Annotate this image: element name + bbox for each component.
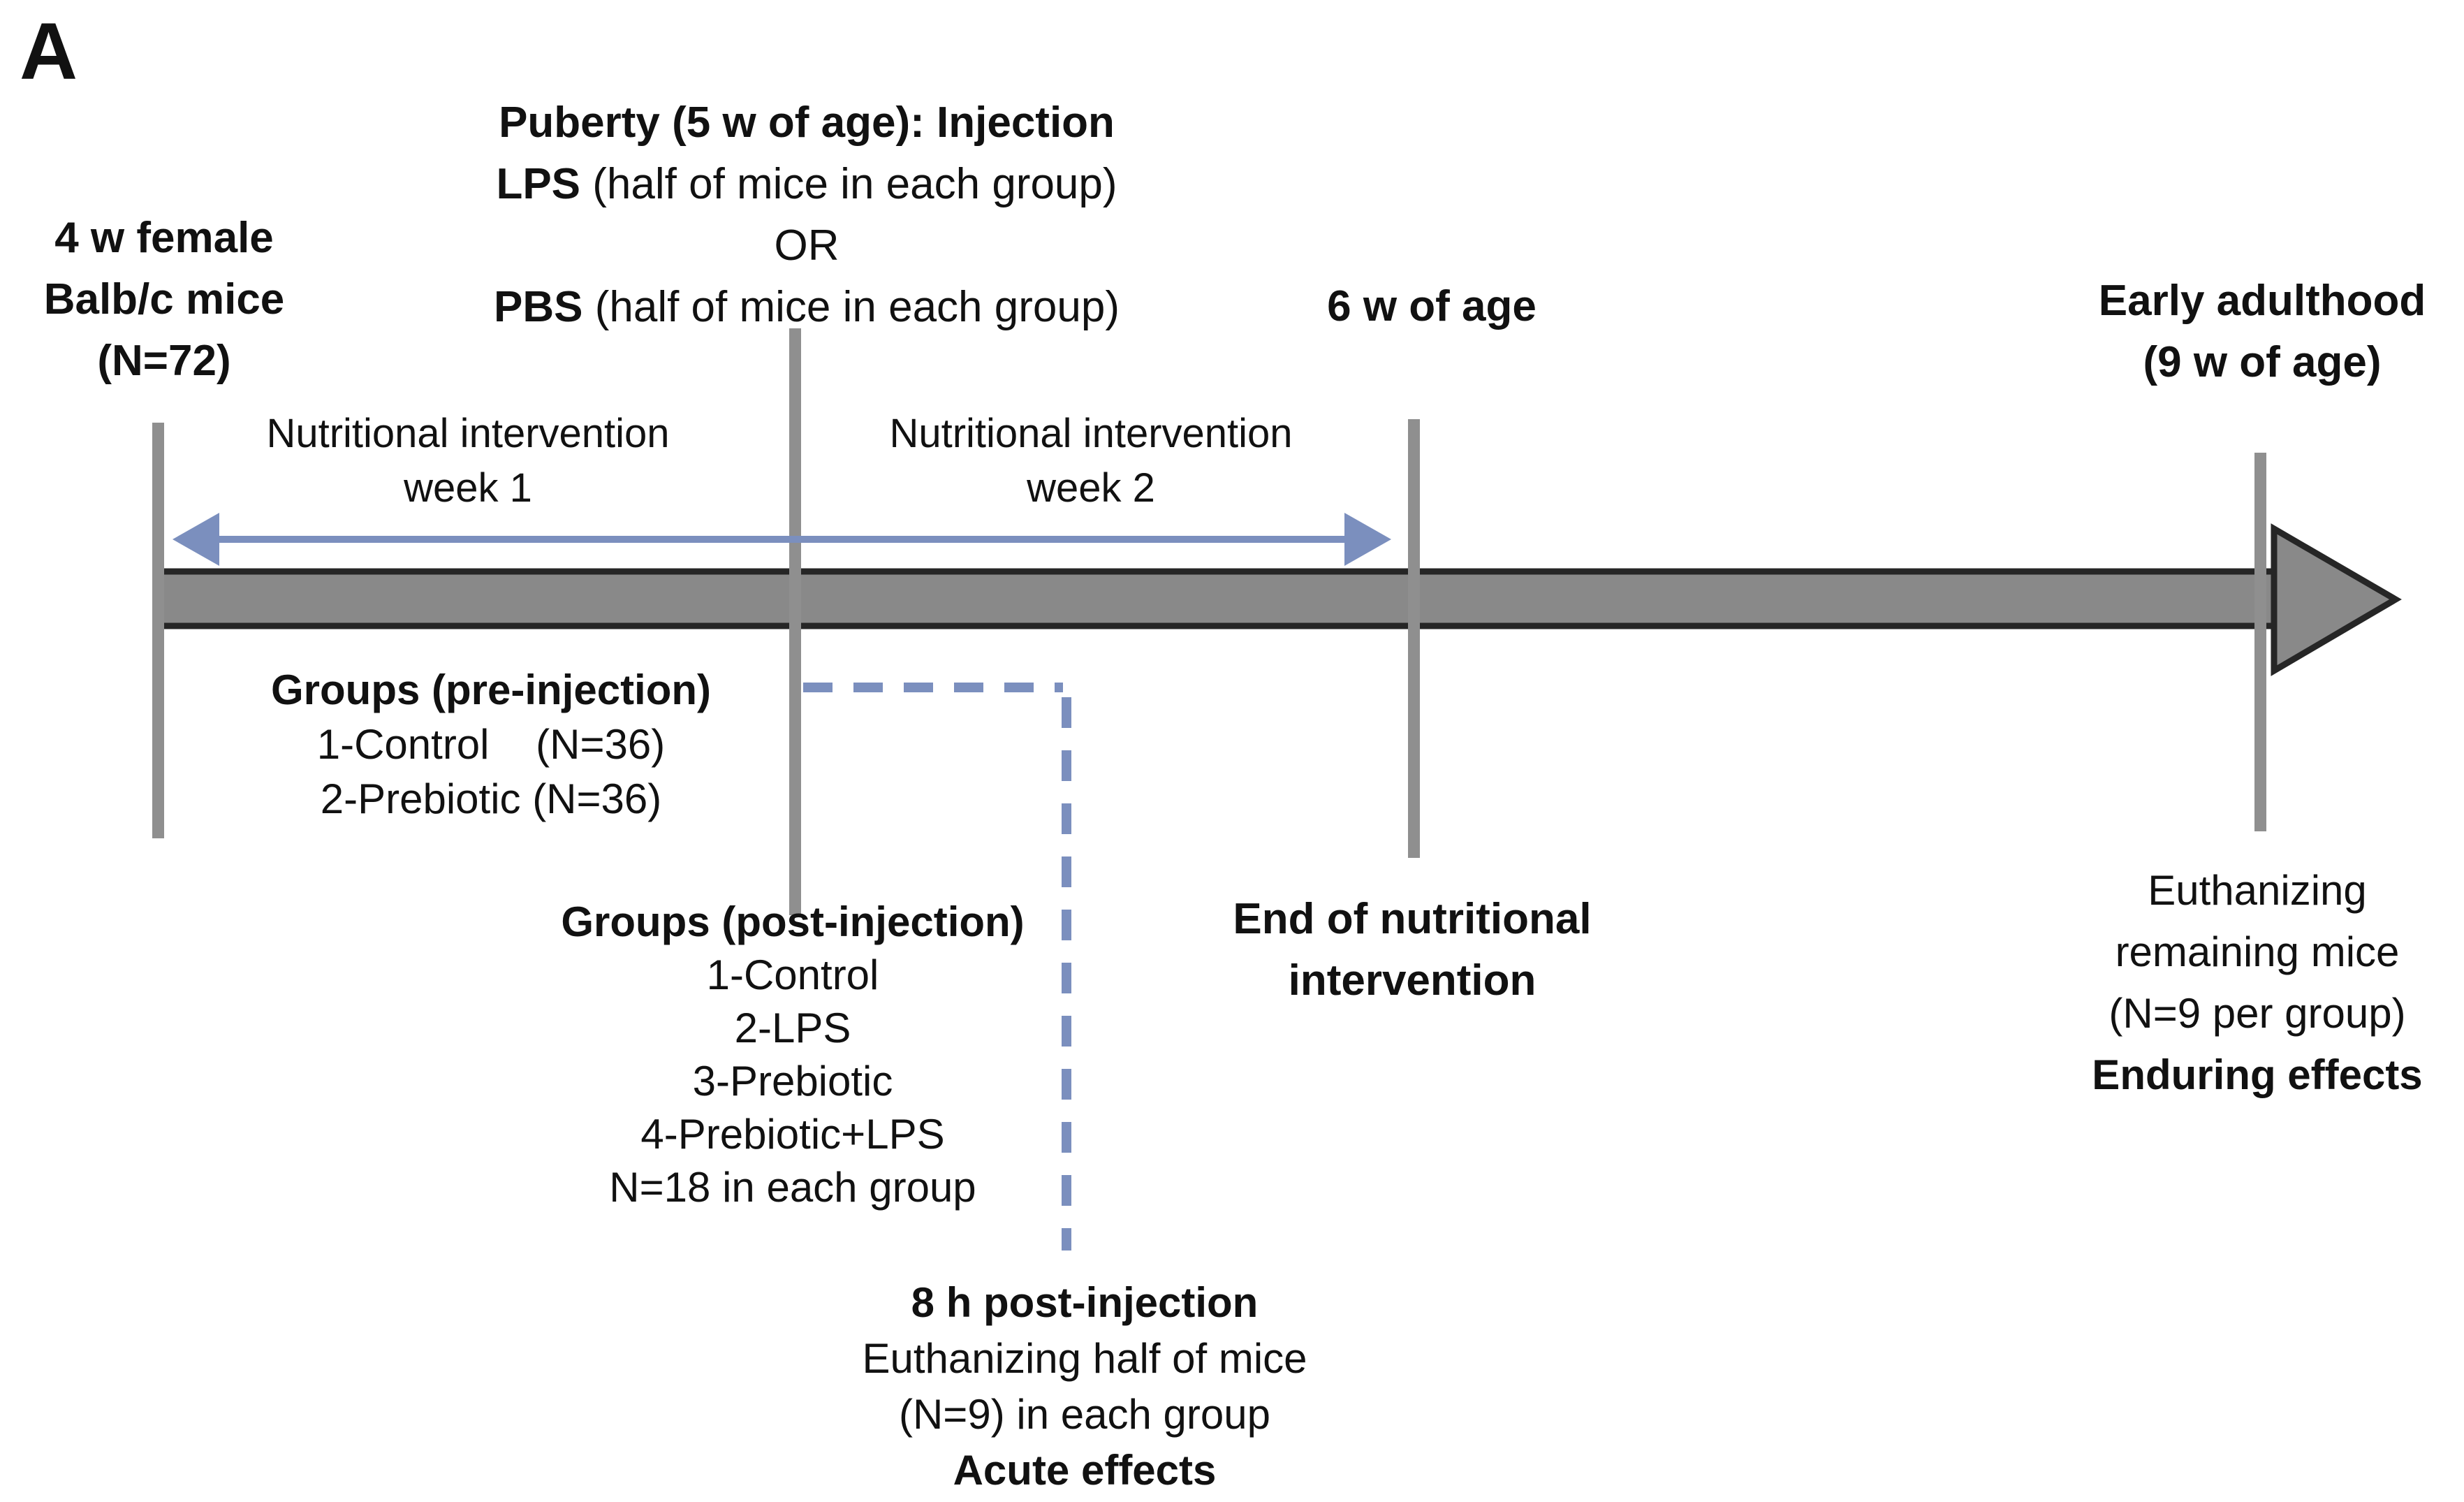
tick-5w-injection-icon — [789, 328, 801, 915]
timeline-bar — [156, 568, 2282, 629]
week2-line2: week 2 — [1027, 465, 1155, 511]
enduring-line1: Euthanizing — [2148, 867, 2367, 914]
end-nutrition-line1: End of nutritional — [1233, 895, 1592, 943]
enduring-line2: remaining mice — [2115, 928, 2400, 975]
cohort-line2: Balb/c mice — [43, 275, 285, 323]
lps-line: LPS (half of mice in each group) — [405, 163, 1208, 206]
pbs-line: PBS (half of mice in each group) — [405, 286, 1208, 329]
pbs-desc: (half of mice in each group) — [582, 283, 1120, 331]
enduring-line3: (N=9 per group) — [2109, 990, 2406, 1037]
enduring-effects-label: Enduring effects — [2092, 1051, 2423, 1098]
enduring-effects-block: Euthanizing remaining mice (N=9 per grou… — [2034, 870, 2464, 1096]
groups-post-item: N=18 in each group — [609, 1164, 976, 1211]
acute-line2: Euthanizing half of mice — [862, 1335, 1307, 1382]
groups-post-item: 1-Control — [706, 951, 879, 998]
week1-line2: week 1 — [404, 465, 532, 511]
cohort-line3: (N=72) — [97, 337, 231, 385]
week1-line1: Nutritional intervention — [266, 411, 670, 456]
groups-post-block: Groups (post-injection) 1-Control 2-LPS … — [513, 901, 1072, 1209]
week2-block: Nutritional intervention week 2 — [846, 414, 1335, 509]
nutrition-span-double-arrow-icon — [173, 513, 1391, 566]
panel-label: A — [20, 7, 78, 96]
injection-connector-dashed-line — [803, 683, 1071, 1251]
double-arrow-left-head-icon — [173, 513, 219, 566]
groups-post-item: 2-LPS — [734, 1005, 851, 1051]
groups-pre-title: Groups (pre-injection) — [271, 666, 711, 713]
lps-label: LPS — [496, 160, 581, 208]
week2-line1: Nutritional intervention — [889, 411, 1293, 456]
early-adulthood-block: Early adulthood (9 w of age) — [2046, 279, 2464, 384]
pbs-label: PBS — [494, 283, 583, 331]
double-arrow-right-head-icon — [1344, 513, 1391, 566]
tick-6w-icon — [1408, 419, 1420, 858]
groups-pre-block: Groups (pre-injection) 1-Control (N=36) … — [226, 669, 756, 820]
injection-title: Puberty (5 w of age): Injection — [499, 99, 1115, 147]
acute-title: 8 h post-injection — [911, 1279, 1259, 1326]
six-weeks-label: 6 w of age — [1327, 282, 1537, 330]
end-nutrition-block: End of nutritional intervention — [1147, 898, 1678, 1002]
injection-block: Puberty (5 w of age): Injection LPS (hal… — [405, 101, 1208, 329]
groups-post-item: 4-Prebiotic+LPS — [640, 1111, 945, 1158]
end-nutrition-line2: intervention — [1288, 956, 1537, 1005]
or-label: OR — [774, 221, 839, 270]
tick-4w-icon — [152, 423, 164, 838]
cohort-line1: 4 w female — [54, 214, 274, 262]
cohort-block: 4 w female Balb/c mice (N=72) — [0, 217, 328, 383]
tick-9w-icon — [2254, 453, 2266, 831]
lps-desc: (half of mice in each group) — [580, 160, 1117, 208]
groups-pre-item1: 1-Control (N=36) — [316, 721, 666, 768]
groups-pre-item2: 2-Prebiotic (N=36) — [320, 775, 662, 822]
acute-line3: (N=9) in each group — [899, 1391, 1270, 1438]
early-adulthood-line1: Early adulthood — [2098, 277, 2426, 325]
timeline-arrowhead-icon — [2271, 523, 2402, 676]
groups-post-title: Groups (post-injection) — [561, 898, 1025, 945]
acute-effects-label: Acute effects — [953, 1447, 1217, 1494]
acute-effects-block: 8 h post-injection Euthanizing half of m… — [812, 1282, 1357, 1492]
groups-post-item: 3-Prebiotic — [692, 1058, 893, 1104]
week1-block: Nutritional intervention week 1 — [223, 414, 712, 509]
early-adulthood-line2: (9 w of age) — [2143, 338, 2382, 386]
